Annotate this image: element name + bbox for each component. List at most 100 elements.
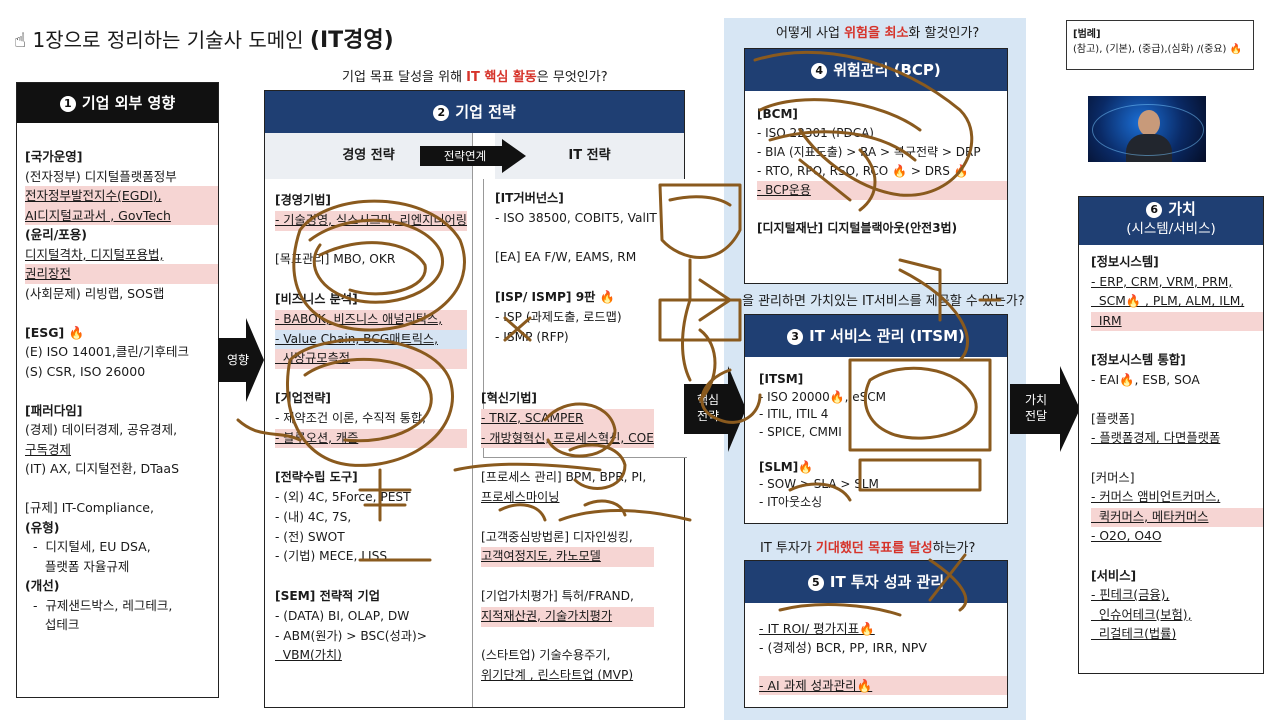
page-title: ☝ 1장으로 정리하는 기술사 도메인 (IT경영): [14, 22, 394, 54]
text-line: 구독경제: [25, 441, 72, 457]
spacer: [1091, 390, 1263, 410]
section-heading: (유형): [25, 519, 60, 535]
section-heading: [패러다임]: [25, 402, 83, 418]
core-strategy-label: 핵심 전략: [696, 393, 720, 423]
text-line: - (전) SWOT: [275, 529, 345, 544]
text-line: [기업가치평가] 특허/FRAND,: [481, 588, 634, 603]
title-main: (IT경영): [309, 28, 394, 53]
value-delivery-label: 가치 전달: [1024, 393, 1048, 423]
section-heading: (개선): [25, 578, 60, 593]
text-line: - SPICE, CMMI: [759, 424, 842, 439]
panel-subtitle: (시스템/서비스): [1126, 221, 1216, 237]
spacer: [275, 567, 467, 587]
text-line: VBM(가치): [275, 648, 342, 663]
it-strategy-column-header: IT 전략: [495, 133, 684, 179]
external-influence-content: [국가운영] (전자정부) 디지털플랫폼정부 전자정부발전지수(EGDI), A…: [17, 123, 218, 635]
text-line: - RTO, RPO, RSO, RCO 🔥 > DRS 🔥: [757, 164, 969, 178]
scribble-line: [681, 258, 732, 382]
text-line: - ISO 22301 (PDCA): [757, 126, 874, 140]
spacer: [275, 448, 467, 468]
text-line: AI디지털교과서 , GovTech: [25, 205, 218, 225]
text-line: - ISO 20000🔥, eSCM: [759, 389, 887, 404]
text-line: - (DATA) BI, OLAP, DW: [275, 608, 410, 623]
spacer: [275, 369, 467, 389]
text-line: (경제) 데이터경제, 공유경제,: [25, 422, 178, 437]
legend: [범례] (참고), (기본), (중급),(심화) /(중요) 🔥: [1066, 20, 1254, 70]
panel-number: 1: [59, 96, 76, 112]
text-line: 지적재산권, 기술가치평가: [481, 606, 654, 627]
text-line: - 커머스 앰비언트커머스,: [1091, 490, 1221, 505]
glow-ring: [1092, 104, 1204, 156]
investment-question-pre: IT 투자가: [760, 541, 816, 556]
risk-management-header: 4 위험관리 (BCP): [745, 49, 1007, 91]
legend-text: (참고), (기본), (중급),(심화) /(중요) 🔥: [1073, 44, 1243, 55]
section-heading: [국가운영]: [25, 149, 83, 164]
text-line: - IT ROI/ 평가지표🔥: [759, 621, 875, 636]
text-line: 고객여정지도, 카노모델: [481, 547, 654, 568]
panel-title: 기업 전략: [455, 103, 516, 121]
text-line: - (내) 4C, 7S,: [275, 509, 352, 524]
text-line: 플랫폼 자율규제: [25, 558, 130, 574]
text-line: 위기단계 , 린스타트업 (MVP): [481, 668, 634, 683]
investment-performance-content: - IT ROI/ 평가지표🔥 - (경제성) BCR, PP, IRR, NP…: [745, 603, 1007, 695]
section-heading: [SLM]🔥: [759, 459, 814, 474]
spacer: [25, 303, 218, 323]
text-line: 프로세스마이닝: [481, 489, 560, 504]
strategy-question-pre: 기업 목표 달성을 위해: [342, 70, 467, 85]
text-line: - AI 과제 성과관리🔥: [759, 676, 1007, 695]
spacer: [481, 567, 654, 587]
spacer: [1091, 331, 1263, 351]
value-delivery-arrow: 가치 전달: [1010, 366, 1080, 452]
risk-question: 어떻게 사업 위험을 최소화 할것인가?: [776, 22, 979, 41]
section-heading: [전략수립 도구]: [275, 470, 358, 485]
itsm-question-text: 을 관리하면 가치있는 IT서비스를 제공할 수 있는가?: [742, 294, 1025, 309]
spacer: [481, 627, 654, 647]
spacer: [481, 508, 654, 528]
text-line: [고객중심방법론] 디자인씽킹,: [481, 529, 633, 544]
value-content: [정보시스템] - ERP, CRM, VRM, PRM, SCM🔥 , PLM…: [1079, 245, 1263, 645]
section-heading: [IT거버넌스]: [495, 191, 564, 205]
section-heading: [서비스]: [1091, 568, 1137, 583]
panel-number: 4: [811, 63, 828, 79]
text-line: [규제] IT-Compliance,: [25, 500, 154, 515]
section-heading: (윤리/포용): [25, 227, 87, 242]
text-line: (IT) AX, 디지털전환, DTaaS: [25, 461, 180, 476]
text-line: - 디지털세, EU DSA,: [25, 539, 151, 554]
section-heading: [정보시스템]: [1091, 255, 1159, 269]
spacer: [25, 381, 218, 401]
text-line: - BIA (지표도출) > RA > 복구전략 > DRP: [757, 145, 981, 159]
text-line: 전자정부발전지수(EGDI),: [25, 186, 218, 206]
itsm-content: [ITSM] - ISO 20000🔥, eSCM - ITIL, ITIL 4…: [745, 357, 1007, 511]
title-prefix: 1장으로 정리하는 기술사 도메인: [32, 28, 304, 52]
text-line: (S) CSR, ISO 26000: [25, 363, 146, 379]
panel-number: 2: [433, 105, 450, 121]
spacer: [1091, 547, 1263, 567]
text-line: - BABOK, 비즈니스 애널리틱스,: [275, 309, 467, 330]
influence-arrow: 영향: [218, 318, 264, 402]
risk-management-content: [BCM] - ISO 22301 (PDCA) - BIA (지표도출) > …: [745, 91, 1007, 238]
text-line: SCM🔥 , PLM, ALM, ILM,: [1091, 294, 1245, 309]
text-line: 섭테크: [25, 617, 80, 632]
arrow-shape: [1010, 366, 1080, 452]
pointing-hand-icon: ☝: [14, 28, 27, 52]
strategy-question-highlight: IT 핵심 활동: [466, 70, 537, 85]
text-line: - ERP, CRM, VRM, PRM,: [1091, 274, 1233, 289]
text-line: - ISMP (RFP): [495, 329, 569, 344]
text-line: - 핀테크(금융),: [1091, 588, 1170, 603]
section-heading: [플랫폼]: [1091, 411, 1135, 426]
text-line: (전자정부) 디지털플랫폼정부: [25, 168, 177, 184]
text-line: - ITIL, ITIL 4: [759, 407, 829, 421]
panel-title: 위험관리 (BCP): [833, 61, 941, 79]
section-heading: [BCM]: [757, 107, 798, 121]
risk-question-pre: 어떻게 사업: [776, 26, 845, 41]
spacer: [275, 231, 467, 251]
text-line: - 플랫폼경제, 다면플랫폼: [1091, 431, 1221, 446]
text-line: - (외) 4C, 5Force, PEST: [275, 489, 411, 504]
section-heading: [커머스]: [1091, 470, 1135, 485]
spacer: [481, 448, 654, 468]
strategy-link-arrow: 전략연계: [420, 139, 526, 173]
